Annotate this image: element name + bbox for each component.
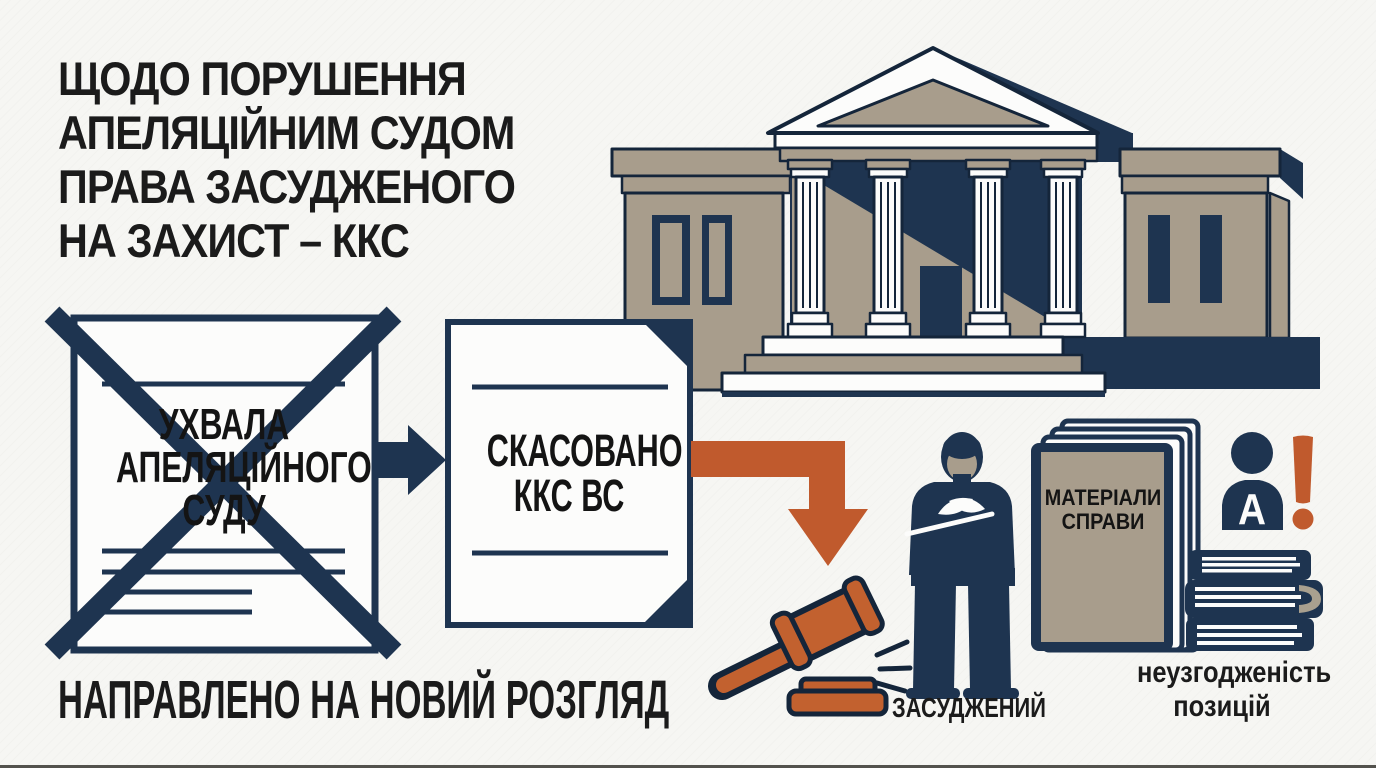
case-file-shapes	[1031, 418, 1201, 653]
inconsistency-label-line-2: позицій	[1173, 690, 1271, 723]
courthouse-shapes	[610, 46, 1320, 397]
footer-text: НАПРАВЛЕНО НА НОВИЙ РОЗГЛЯД	[58, 670, 670, 730]
rejected-label-line-1: УХВАЛА	[158, 400, 290, 449]
case-book-label: МАТЕРІАЛИ СПРАВИ	[1028, 486, 1178, 534]
convict-shapes	[904, 432, 1019, 699]
gavel-shapes	[708, 575, 913, 717]
case-file-book-icon	[1031, 418, 1201, 653]
title-line-1: ЩОДО ПОРУШЕННЯ	[58, 52, 467, 105]
cancelled-document-label: СКАСОВАНО ККС ВС	[448, 428, 690, 518]
exclamation-icon	[1293, 435, 1313, 504]
bottom-edge-line	[0, 765, 1376, 768]
case-book-label-line-1: МАТЕРІАЛИ	[1044, 485, 1162, 510]
advocate-icon: А	[1222, 432, 1314, 534]
cancelled-document-icon	[445, 319, 693, 628]
rejected-label-line-3: СУДУ	[182, 486, 266, 535]
step-2	[720, 371, 1107, 394]
left-window-2-pane	[709, 223, 725, 297]
crossed-hand-right	[949, 497, 985, 513]
exclamation-dot	[1292, 508, 1314, 530]
inconsistency-label-line-1: неузгодженість	[1137, 656, 1332, 689]
cancelled-document-lines	[472, 384, 668, 556]
advocate-head	[1231, 432, 1273, 474]
convict-label-text: ЗАСУДЖЕНИЙ	[892, 692, 1046, 723]
portico-light	[792, 166, 1080, 338]
rejected-label-line-2: АПЕЛЯЦІЙНОГО	[115, 443, 372, 492]
inconsistency-label: неузгодженість позицій	[1122, 656, 1332, 724]
cancelled-label-line-1: СКАСОВАНО	[486, 425, 683, 476]
gavel-icon	[708, 575, 913, 717]
column-4	[1039, 158, 1087, 339]
door	[920, 266, 962, 338]
page-title: ЩОДО ПОРУШЕННЯ АПЕЛЯЦІЙНИМ СУДОМ ПРАВА З…	[58, 52, 577, 268]
footer-headline: НАПРАВЛЕНО НА НОВИЙ РОЗГЛЯД	[58, 672, 1013, 728]
cancelled-document-fold-top	[646, 325, 687, 366]
books-stack-icon	[1185, 550, 1323, 651]
down-bend-arrow-shape	[691, 441, 868, 566]
right-cornice-band	[1120, 174, 1270, 195]
cancelled-document-page	[445, 319, 693, 628]
title-line-4: НА ЗАХИСТ – ККС	[58, 214, 410, 267]
impact-lines-icon	[874, 639, 913, 694]
right-window-2	[1200, 215, 1222, 303]
entablature-beam	[778, 146, 1099, 163]
column-2	[864, 158, 912, 339]
cancelled-document-fold-bottom	[645, 580, 687, 622]
left-cornice-band	[620, 174, 792, 195]
case-book-label-line-2: СПРАВИ	[1061, 509, 1145, 534]
convict-label: ЗАСУДЖЕНИЙ	[869, 692, 1069, 724]
right-cornice	[1118, 147, 1282, 178]
rejected-document-icon	[44, 306, 402, 660]
column-3	[964, 158, 1012, 339]
entablature-white	[773, 131, 1099, 150]
right-window-1	[1148, 215, 1170, 303]
right-wall	[1123, 191, 1269, 340]
title-line-3: ПРАВА ЗАСУДЖЕНОГО	[58, 160, 516, 213]
convict-figure-icon	[904, 432, 1019, 699]
books-stack-shapes	[1185, 550, 1323, 651]
cross-out-icon	[44, 306, 402, 660]
cancelled-label-line-2: ККС ВС	[513, 470, 625, 521]
courthouse-icon	[610, 46, 1320, 397]
left-window-1-pane	[660, 223, 682, 297]
pediment-shadow	[933, 48, 1132, 133]
rejected-document-label: УХВАЛА АПЕЛЯЦІЙНОГО СУДУ	[74, 400, 374, 535]
advocate-letter: А	[1238, 485, 1266, 534]
title-line-2: АПЕЛЯЦІЙНИМ СУДОМ	[58, 106, 515, 159]
step-1	[761, 335, 1065, 357]
step-riser	[743, 353, 1084, 375]
right-wall-side	[1268, 191, 1291, 340]
step-base-line	[722, 392, 1105, 397]
column-1	[786, 158, 834, 339]
pediment-tympanum	[816, 78, 1050, 128]
right-cornice-shadow	[1280, 149, 1303, 199]
right-arrow-shape	[372, 425, 446, 495]
down-bend-arrow-icon	[691, 441, 868, 566]
left-cornice	[610, 147, 796, 178]
advocate-body	[1222, 480, 1283, 530]
right-arrow-icon	[372, 425, 446, 495]
